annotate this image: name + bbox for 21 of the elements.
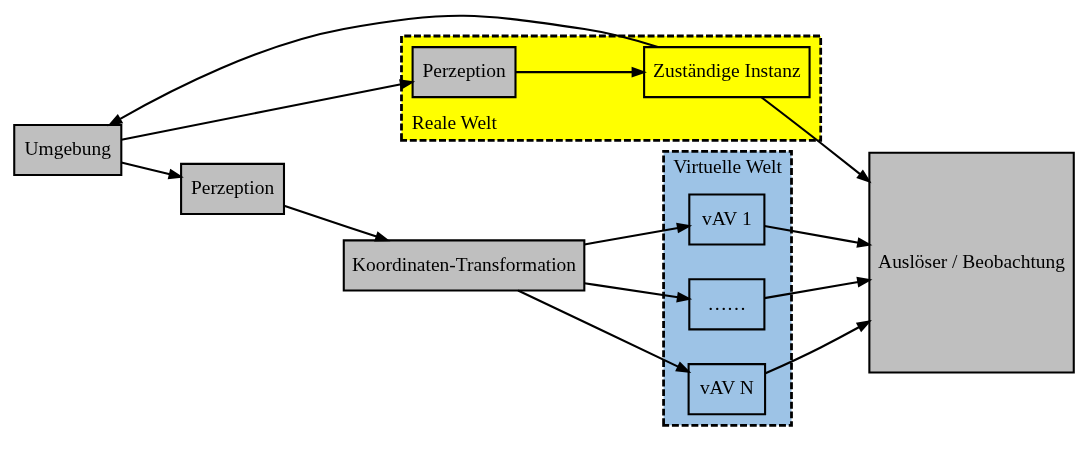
arrow xyxy=(515,66,647,78)
arrow xyxy=(121,161,184,180)
arrow xyxy=(760,96,872,184)
node-box: Umgebung xyxy=(13,123,123,177)
node-box: Auslöser / Beobachtung xyxy=(868,151,1075,374)
arrow xyxy=(584,282,693,303)
arrow xyxy=(517,289,692,373)
node-box: Perzeption xyxy=(180,162,286,215)
arrow xyxy=(283,204,391,242)
node-box: …… xyxy=(688,278,766,331)
arrow xyxy=(121,79,416,141)
node-box: Perzeption xyxy=(411,46,517,99)
arrow xyxy=(584,222,693,246)
node-box: Koordinaten-Transformation xyxy=(342,239,586,292)
arrow xyxy=(765,320,872,375)
node-box: vAV 1 xyxy=(688,193,766,246)
arrow xyxy=(764,276,873,300)
arrow xyxy=(107,14,659,127)
node-box: Zuständige Instanz xyxy=(643,46,811,99)
arrow xyxy=(764,224,873,248)
node-box: vAV N xyxy=(687,363,767,416)
